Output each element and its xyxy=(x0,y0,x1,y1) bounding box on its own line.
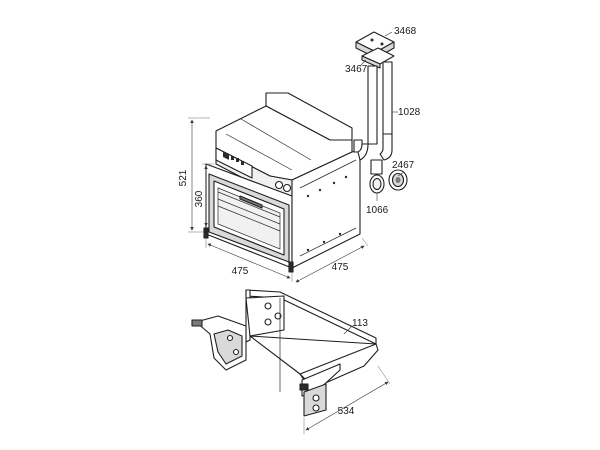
door-stripe xyxy=(217,198,281,225)
button-icon xyxy=(241,161,244,165)
pipe-clamp-inner xyxy=(372,177,382,191)
flue-cap-center xyxy=(395,177,401,183)
rivet-icon xyxy=(306,194,310,198)
hole-icon xyxy=(264,302,272,310)
mount-clip-side xyxy=(361,55,381,69)
leader-line xyxy=(397,171,405,177)
button-icon xyxy=(236,158,239,162)
screw-icon xyxy=(370,38,374,42)
hole-icon xyxy=(226,334,234,342)
oven-foot xyxy=(203,227,209,239)
pipe-bend xyxy=(357,143,369,161)
oven-assembly xyxy=(203,92,363,273)
dim-front-width-label: 475 xyxy=(232,266,249,277)
dim-ext xyxy=(361,237,369,247)
label-mount-clip: 3467 xyxy=(345,64,368,75)
hole-icon xyxy=(312,394,320,402)
bracket-face xyxy=(213,329,243,365)
door-handle xyxy=(239,195,263,209)
knob-icon xyxy=(274,180,284,190)
pipe-bend xyxy=(379,133,393,161)
rivet-icon xyxy=(332,181,336,185)
rivet-icon xyxy=(322,240,326,244)
dim-front-width xyxy=(207,243,291,279)
hole-icon xyxy=(264,318,272,326)
dimensions: 521 360 475 475 534 xyxy=(178,117,391,434)
flue-pipe-left xyxy=(367,65,378,145)
flue-pipe-right xyxy=(382,61,393,135)
dim-side-width-label: 475 xyxy=(332,262,349,273)
oven-foot xyxy=(288,261,294,273)
rivet-icon xyxy=(338,232,342,236)
rivet-icon xyxy=(344,175,348,179)
leader-line xyxy=(359,59,367,67)
flue-kit xyxy=(355,31,408,194)
oven-side xyxy=(291,149,361,269)
label-flue-cap: 2467 xyxy=(392,160,415,171)
rivet-icon xyxy=(318,188,322,192)
door-stripe xyxy=(217,205,281,232)
label-stand: 113 xyxy=(352,318,368,329)
stand-assembly xyxy=(191,289,379,417)
part-callouts: 3468 3467 1028 2467 1066 113 xyxy=(343,26,421,335)
side-seam xyxy=(299,159,357,189)
stand-tab xyxy=(191,319,203,327)
rivet-icon xyxy=(306,248,310,252)
flue-pipe-lower xyxy=(370,159,383,175)
hole-icon xyxy=(232,348,240,356)
hole-icon xyxy=(274,312,282,320)
oven-top-seam xyxy=(240,118,312,161)
screw-icon xyxy=(380,42,384,46)
label-mount-top: 3468 xyxy=(394,26,417,37)
dim-side-width xyxy=(295,245,365,283)
stand-tab xyxy=(299,383,309,391)
dim-stand-depth xyxy=(305,381,389,431)
display-icon xyxy=(223,152,229,160)
door-stripe xyxy=(217,191,281,218)
oven-top-edge xyxy=(225,133,293,171)
dim-total-height-label: 521 xyxy=(178,169,189,186)
dim-stand-depth-label: 534 xyxy=(338,406,355,417)
hole-icon xyxy=(312,404,320,412)
stand-side-plate xyxy=(245,295,285,337)
label-pipe-clamp: 1066 xyxy=(366,205,389,216)
leader-line xyxy=(343,325,353,335)
knob-icon xyxy=(282,183,292,193)
label-flue-pipe: 1028 xyxy=(398,107,421,118)
button-icon xyxy=(231,156,234,160)
dim-ext xyxy=(377,365,391,385)
leader-line xyxy=(384,31,393,37)
dim-front-height-label: 360 xyxy=(194,190,205,207)
